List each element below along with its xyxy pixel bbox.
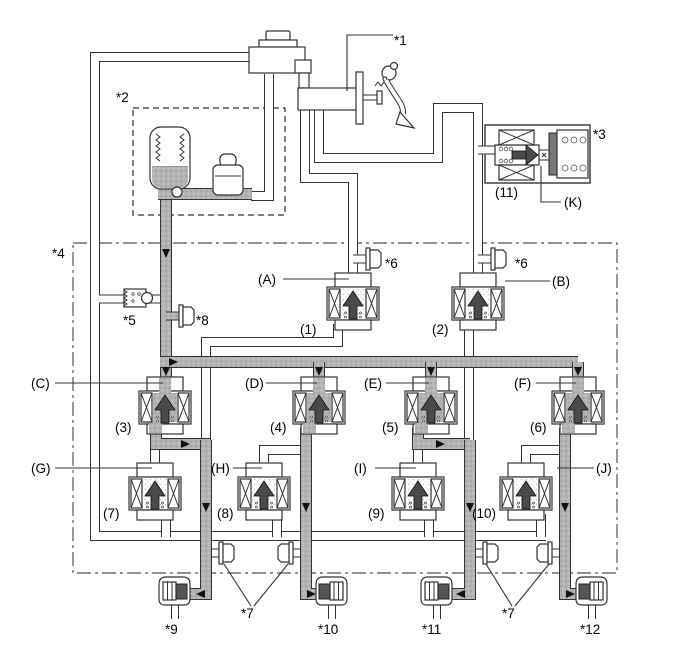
pressure-sensor [123,288,154,308]
stroke-simulator [548,129,589,179]
label-star10: *10 [318,622,338,637]
plug-7c [482,541,499,565]
plug-6a [365,247,382,271]
wheel-cylinder-9 [158,576,191,606]
label-valve-2: (2) [432,322,449,337]
leader-star1 [346,34,393,91]
label-port-I: (I) [354,461,367,476]
label-star8: *8 [196,313,209,328]
label-star3: *3 [593,127,606,142]
label-valve-9: (9) [368,506,385,521]
flow-arrows [162,249,582,598]
label-port-A: (A) [258,272,276,287]
label-star5: *5 [123,313,136,328]
pump [212,153,244,196]
label-star9: *9 [165,622,178,637]
plug-8 [178,304,195,328]
label-valve-7: (7) [103,506,120,521]
label-valve-6: (6) [530,420,547,435]
label-star11: *11 [422,622,441,637]
valve-9 [391,462,445,521]
valve-6 [551,376,605,435]
label-port-G: (G) [31,461,51,476]
label-valve-8: (8) [217,506,234,521]
wheel-cylinder-11 [420,576,453,606]
brake-pedal [374,61,416,129]
label-port-F: (F) [514,376,531,391]
label-star6-right: *6 [515,256,528,271]
label-valve-1: (1) [300,322,317,337]
valve-4 [292,376,346,435]
label-valve-5: (5) [382,420,399,435]
valve-5 [404,376,458,435]
label-port-H: (H) [211,461,230,476]
valve-8 [237,462,291,521]
label-valve-3: (3) [115,420,132,435]
check-valve [171,186,183,198]
label-port-E: (E) [364,376,382,391]
label-star12: *12 [580,622,600,637]
label-star2: *2 [116,90,129,105]
label-star6-left: *6 [385,256,398,271]
accumulator [149,126,191,190]
valve-10 [499,462,553,521]
label-port-C: (C) [31,376,50,391]
actuator-housing-box [72,242,618,574]
valve-1 [326,272,380,331]
label-valve-11: (11) [495,185,518,200]
plug-7d [536,541,553,565]
solenoid-valve-11 [494,129,549,181]
label-valve-4: (4) [270,420,287,435]
label-port-K: (K) [564,195,582,210]
label-star7-right: *7 [502,606,515,621]
label-star7-left: *7 [241,606,254,621]
wheel-cylinder-10 [315,576,348,606]
valve-3 [138,376,192,435]
reservoir [248,30,312,89]
valve-7 [128,462,182,521]
label-star4: *4 [52,246,65,261]
label-valve-10: (10) [472,506,496,521]
label-port-B: (B) [552,274,570,289]
plug-7a [218,541,235,565]
label-port-J: (J) [596,461,612,476]
leader-K [540,166,561,203]
reservoir-cap [265,30,291,41]
wheel-cylinder-12 [575,576,608,606]
plug-7b [277,541,294,565]
pump-unit-box [132,107,286,216]
pedal-arrow [395,110,416,129]
valve-2 [451,272,505,331]
leader-lines [55,278,594,607]
plug-6b [490,247,507,271]
label-port-D: (D) [245,376,264,391]
label-star1: *1 [394,33,407,48]
master-cylinder [297,71,383,125]
